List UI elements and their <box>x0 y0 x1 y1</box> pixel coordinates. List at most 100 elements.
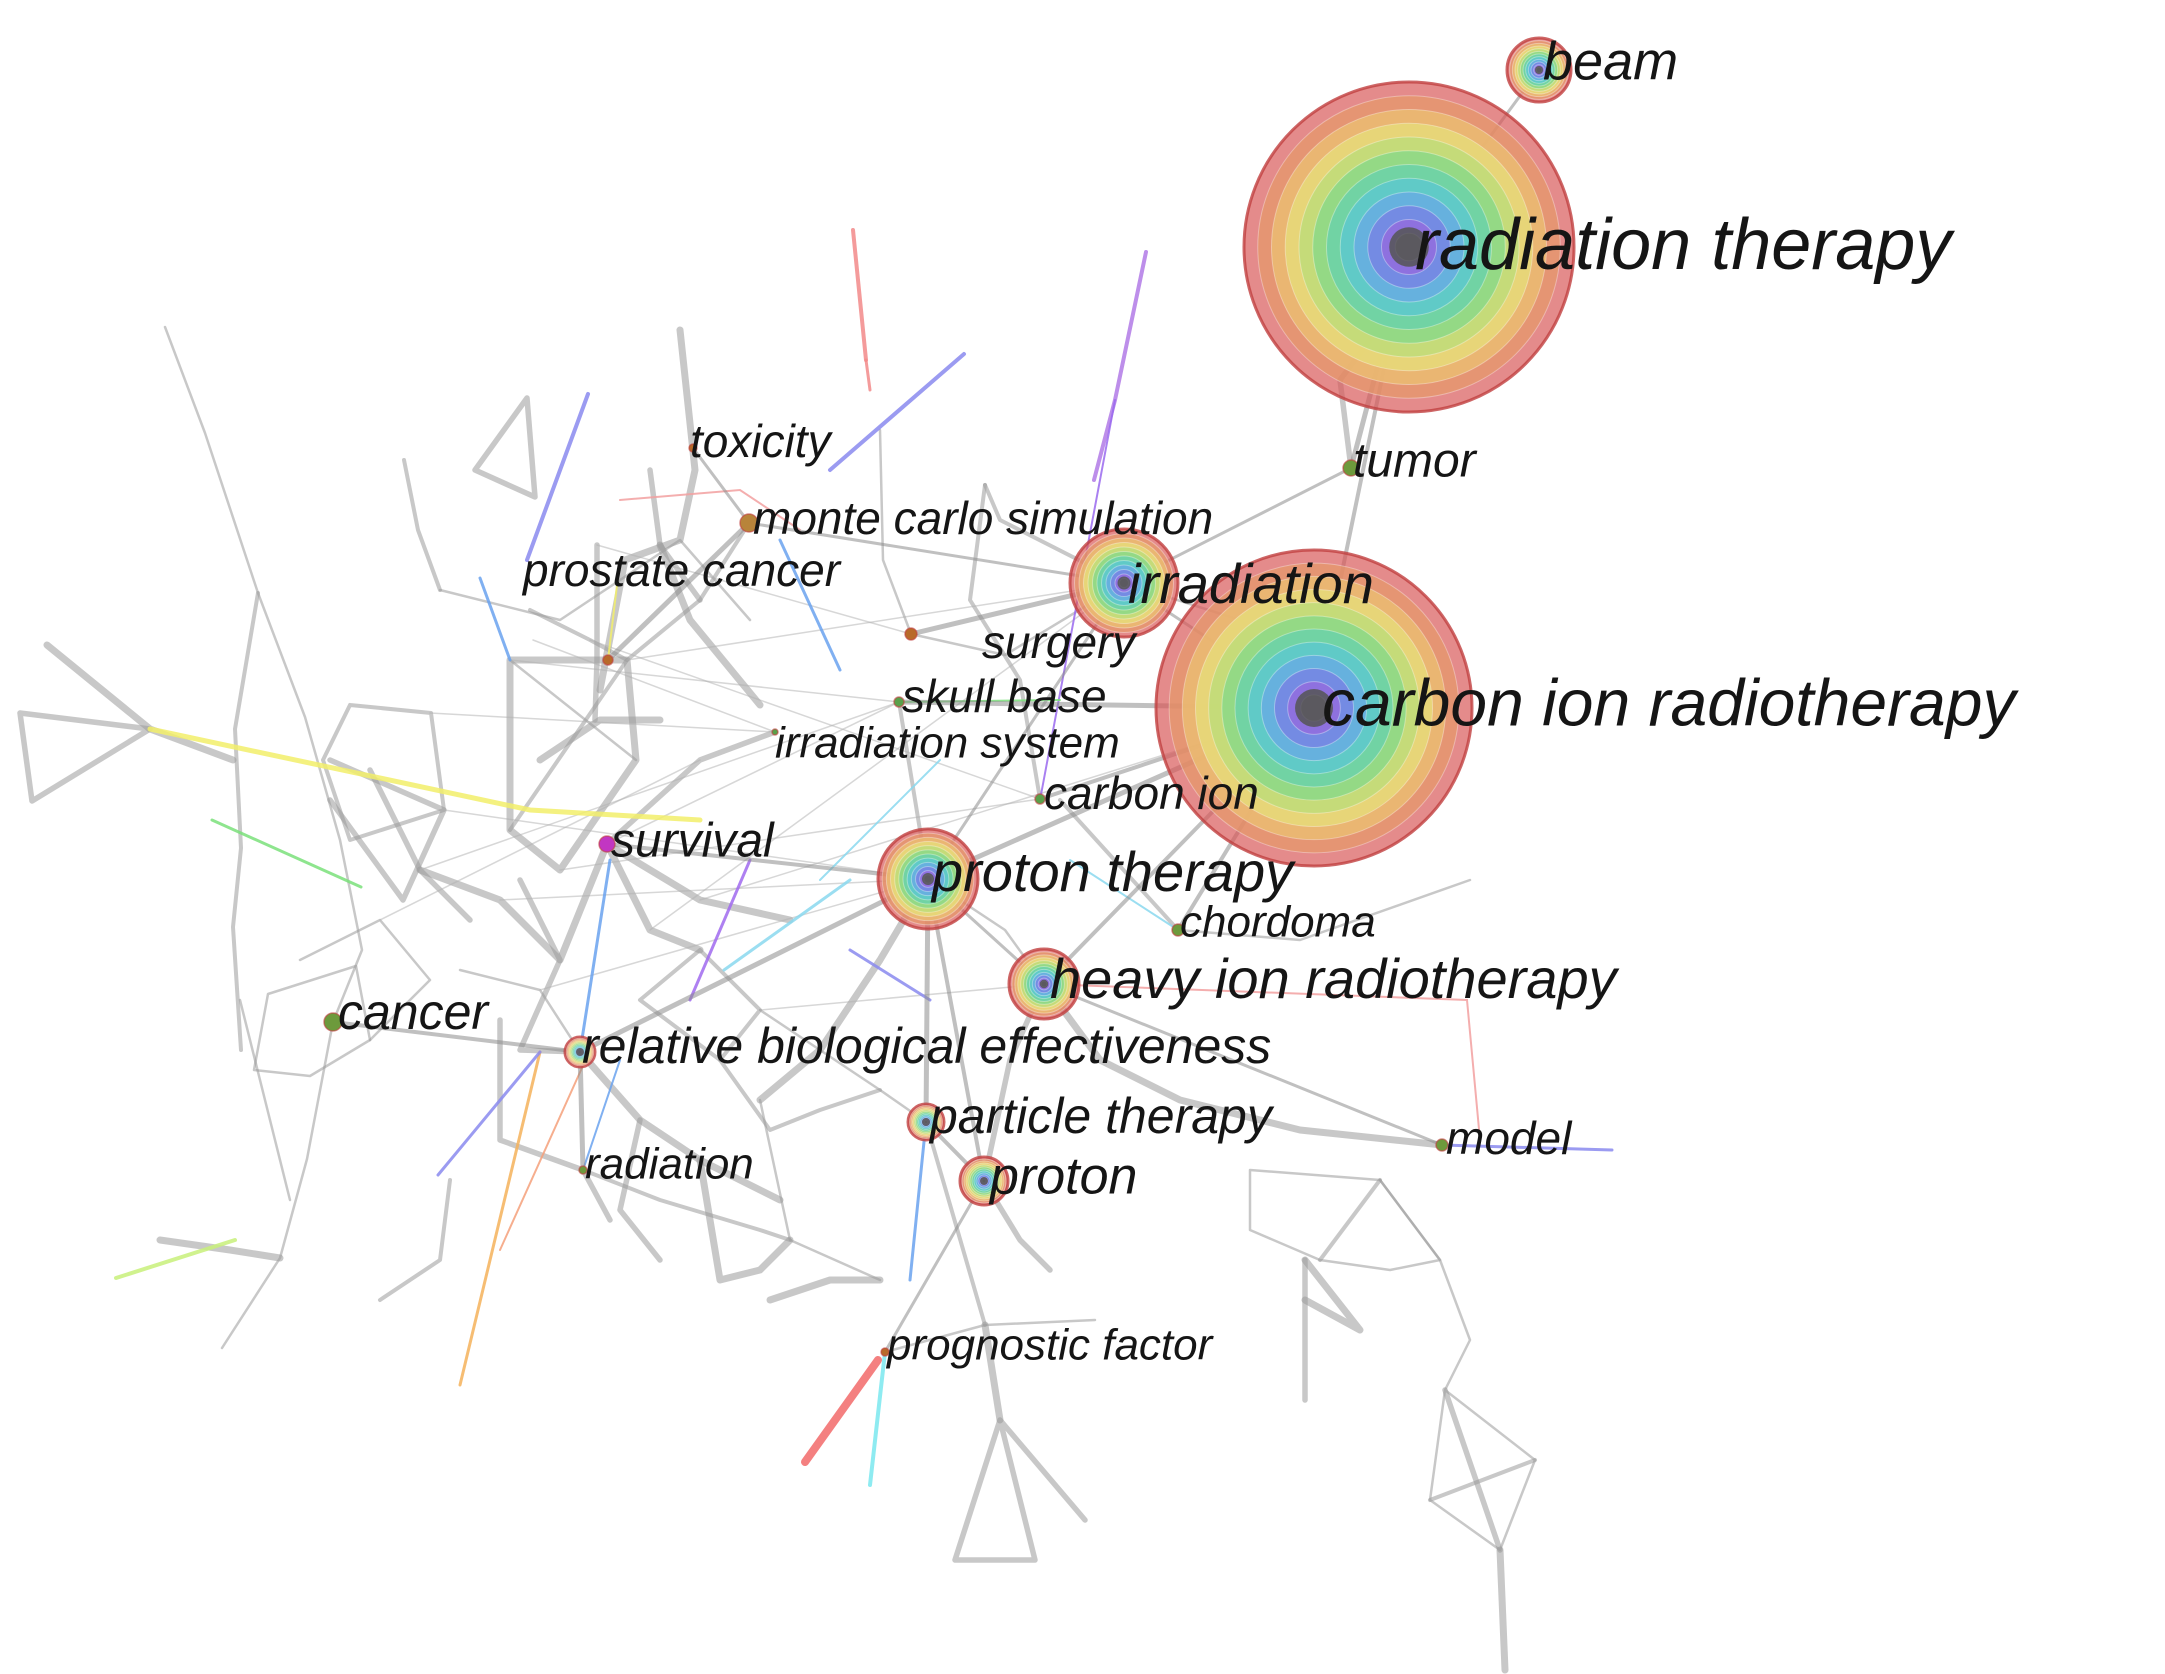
node-monte-carlo-simulation <box>739 513 759 533</box>
network-edge <box>1040 980 1446 1149</box>
network-edge <box>379 759 701 921</box>
network-edge <box>472 395 538 500</box>
network-edge <box>17 710 153 804</box>
network-edge <box>238 998 292 1202</box>
network-edge <box>539 878 929 991</box>
hub-edge <box>577 1049 586 1173</box>
node-core <box>922 1118 930 1126</box>
colored-edge <box>819 759 941 881</box>
label-particle-therapy: particle therapy <box>928 1088 1275 1144</box>
colored-edge <box>582 1059 621 1171</box>
colored-edge <box>607 559 621 661</box>
colored-edges <box>114 228 1614 1487</box>
network-edge <box>1496 1546 1509 1674</box>
colored-edge <box>848 948 932 1002</box>
network-edge <box>766 1276 884 1304</box>
label-heavy-ion-radiotherapy: heavy ion radiotherapy <box>1050 947 1620 1010</box>
colored-edge <box>908 1120 928 1282</box>
network-edge <box>576 1048 784 1204</box>
colored-edge <box>458 1050 542 1387</box>
network-edge <box>419 701 900 871</box>
network-edge <box>981 1321 1004 1424</box>
node-core <box>1039 979 1049 989</box>
colored-edge <box>851 228 868 362</box>
node-carbon-ion-radiotherapy <box>1154 548 1474 868</box>
node-dot <box>578 1165 588 1175</box>
label-survival: survival <box>611 815 775 868</box>
network-edge <box>1301 1256 1364 1334</box>
label-carbon-ion-radiotherapy: carbon ion radiotherapy <box>1322 665 2019 739</box>
network-edge <box>1176 878 1472 942</box>
network-edge <box>497 1017 613 1223</box>
label-proton-therapy: proton therapy <box>930 840 1296 903</box>
colored-edge <box>864 358 872 392</box>
colored-edge <box>478 576 512 662</box>
network-edge <box>696 1156 794 1284</box>
colored-edge <box>688 858 752 1002</box>
network-edge <box>759 983 1045 1011</box>
hub-edge <box>1042 982 1444 1147</box>
colored-edge <box>1043 983 1481 1141</box>
node-skull-base <box>893 696 905 708</box>
network-edge <box>718 1058 882 1132</box>
gray-edges <box>17 297 1537 1674</box>
label-proton: proton <box>988 1148 1137 1206</box>
node-dot <box>688 443 698 453</box>
colored-edge <box>499 1049 591 1251</box>
hub-edge <box>747 521 1126 585</box>
node-cancer <box>323 1012 343 1032</box>
network-edge <box>443 809 929 880</box>
label-relative-biological-effectiveness: relative biological effectiveness <box>582 1018 1271 1074</box>
node-relative-biological-effectiveness <box>563 1035 597 1069</box>
network-edge <box>1318 1178 1382 1262</box>
node-core <box>922 873 934 885</box>
network-edge <box>596 544 912 635</box>
network-edge <box>952 1417 1088 1563</box>
node-model <box>1435 1138 1449 1152</box>
network-edge <box>1378 1178 1537 1552</box>
label-toxicity: toxicity <box>690 415 834 467</box>
colored-edge <box>114 1238 237 1280</box>
node-core <box>980 1177 988 1185</box>
colored-edge <box>778 538 842 672</box>
network-edge <box>592 542 600 723</box>
node-prognostic-factor <box>880 1347 890 1357</box>
network-edge <box>402 458 442 592</box>
network-edge <box>596 326 699 694</box>
network-edge <box>378 1178 452 1302</box>
node-heavy-ion-radiotherapy <box>1007 947 1081 1021</box>
colored-edge <box>1069 859 1179 931</box>
label-prognostic-factor: prognostic factor <box>885 1321 1215 1370</box>
network-edge <box>606 701 900 845</box>
colored-edge <box>828 352 966 472</box>
label-carbon-ion: carbon ion <box>1044 767 1259 819</box>
network-edge <box>656 541 764 709</box>
node-irradiation-system <box>771 728 779 736</box>
node-dot <box>893 696 905 708</box>
label-prostate-cancer: prostate cancer <box>521 544 842 596</box>
network-edge <box>626 582 1125 661</box>
label-cancer: cancer <box>338 984 490 1040</box>
node-dot <box>904 627 918 641</box>
label-irradiation: irradiation <box>1128 552 1374 615</box>
node-chordoma <box>1171 923 1185 937</box>
node-radiation-therapy <box>1242 80 1576 414</box>
network-edge <box>298 918 432 1042</box>
network-edge <box>617 1117 663 1263</box>
network-edge <box>758 1008 928 1124</box>
node-irradiation <box>1068 527 1180 639</box>
colored-edge <box>210 818 363 889</box>
node-core <box>576 1048 584 1056</box>
label-model: model <box>1446 1112 1573 1164</box>
colored-edge <box>1440 1143 1614 1152</box>
hub-edge <box>577 876 931 1055</box>
node-dot <box>739 513 759 533</box>
colored-edge <box>436 1050 542 1177</box>
node-prostate-cancer <box>602 654 614 666</box>
network-edge <box>649 582 1125 931</box>
node-dot <box>323 1012 343 1032</box>
label-tumor: tumor <box>1353 435 1478 488</box>
node-core <box>1295 689 1333 727</box>
colored-edge <box>525 392 590 562</box>
label-chordoma: chordoma <box>1180 898 1376 947</box>
